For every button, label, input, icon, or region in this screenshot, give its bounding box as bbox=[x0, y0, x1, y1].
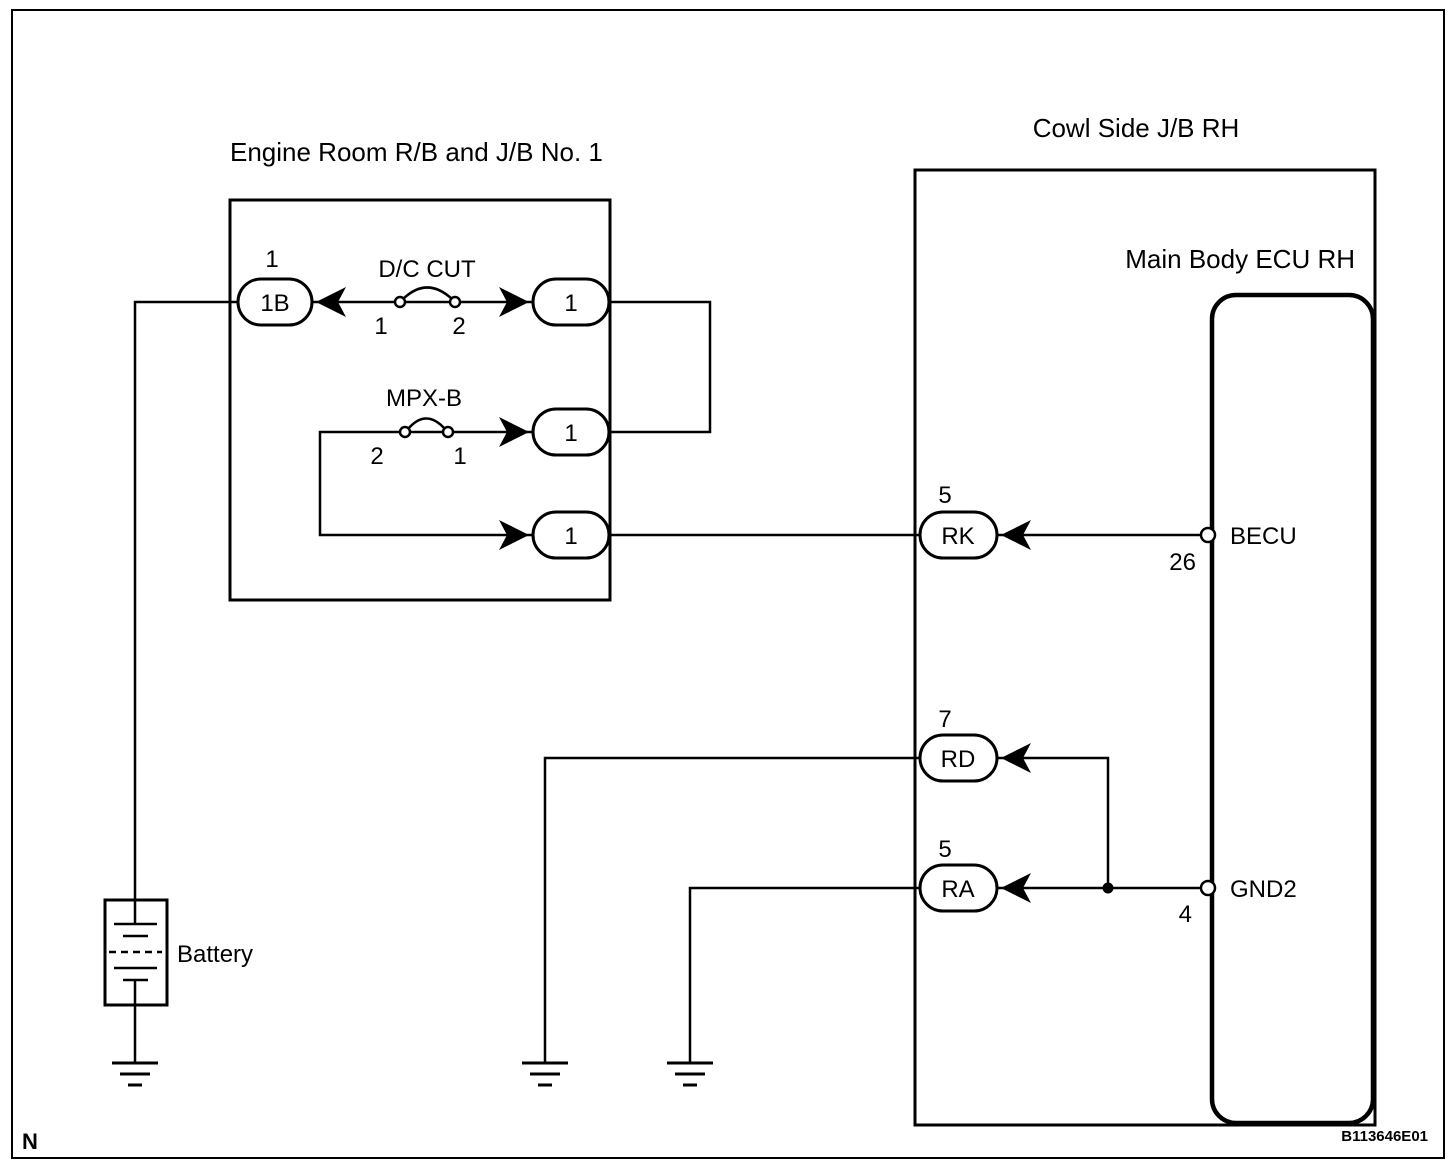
ecu-pin-becu-number: 26 bbox=[1169, 549, 1196, 576]
figure-code: B113646E01 bbox=[1341, 1128, 1428, 1145]
fuse-terminal-icon bbox=[393, 295, 407, 309]
fuse-element-dc-cut bbox=[402, 286, 453, 300]
connector-j3-label: 1 bbox=[564, 523, 577, 550]
connector-j2: 1 bbox=[531, 407, 611, 457]
wire-1b-to-battery bbox=[133, 300, 238, 900]
wire-rd-to-ground bbox=[543, 756, 920, 1063]
fuse-mpx-b-pin-left: 2 bbox=[370, 443, 383, 470]
ecu-pin-becu-name: BECU bbox=[1230, 523, 1297, 550]
fuse-terminal-icon bbox=[448, 295, 462, 309]
fuse-terminal-icon bbox=[441, 425, 455, 439]
ground-symbol-rd bbox=[522, 1061, 568, 1087]
wire-mpx-row bbox=[318, 430, 533, 537]
page-border bbox=[11, 9, 1445, 1159]
arrow-into-j2-icon bbox=[499, 417, 529, 447]
connector-rd-label: RD bbox=[941, 746, 976, 773]
fuse-terminal-icon bbox=[398, 425, 412, 439]
main-body-ecu-box bbox=[1209, 292, 1376, 1126]
connector-1b: 1B 1 bbox=[236, 246, 314, 327]
arrow-into-j3-icon bbox=[499, 520, 529, 550]
arrow-into-rd-icon bbox=[1001, 743, 1031, 773]
ecu-terminal-gnd2: 4 GND2 bbox=[1179, 876, 1297, 928]
terminal-circle-icon bbox=[1199, 879, 1217, 897]
connector-j3: 1 bbox=[531, 510, 611, 560]
fuse-mpx-b-pin-right: 1 bbox=[453, 443, 466, 470]
fuse-mpx-b-label: MPX-B bbox=[386, 385, 462, 412]
connector-ra-label: RA bbox=[941, 876, 974, 903]
connector-1b-pin: 1 bbox=[265, 246, 278, 273]
connector-j1-label: 1 bbox=[564, 290, 577, 317]
arrow-into-ra-icon bbox=[1001, 873, 1031, 903]
connector-rd: RD 7 bbox=[918, 706, 999, 783]
battery: Battery bbox=[103, 898, 253, 1007]
connector-rd-pin: 7 bbox=[938, 706, 951, 733]
cowl-side-jb-title: Cowl Side J/B RH bbox=[1033, 113, 1240, 143]
connector-j2-label: 1 bbox=[564, 420, 577, 447]
arrow-into-1b-icon bbox=[316, 287, 346, 317]
junction-dot bbox=[1102, 882, 1114, 894]
connector-1b-shape bbox=[236, 277, 314, 327]
ground-symbol-battery bbox=[112, 1061, 158, 1087]
terminal-circle-icon bbox=[1199, 526, 1217, 544]
wire-rd-to-junction bbox=[997, 756, 1110, 888]
ecu-pin-gnd2-name: GND2 bbox=[1230, 876, 1297, 903]
battery-label: Battery bbox=[177, 941, 253, 968]
fuse-dc-cut: D/C CUT 1 2 bbox=[374, 256, 476, 340]
connector-j1: 1 bbox=[531, 277, 611, 327]
connector-j1-shape bbox=[531, 277, 611, 327]
fuse-element-mpx-b bbox=[407, 417, 446, 430]
connector-j3-shape bbox=[531, 510, 611, 560]
fuse-dc-cut-pin-left: 1 bbox=[374, 313, 387, 340]
connector-rk: RK 5 bbox=[918, 482, 999, 560]
cowl-side-jb-box bbox=[913, 168, 1377, 1127]
corner-label: N bbox=[22, 1129, 38, 1154]
connector-j2-shape bbox=[531, 407, 611, 457]
fuse-mpx-b: MPX-B 2 1 bbox=[370, 385, 466, 470]
connector-ra: RA 5 bbox=[918, 836, 999, 913]
engine-room-jb-title: Engine Room R/B and J/B No. 1 bbox=[230, 137, 603, 167]
wire-j1-to-j2-loop bbox=[609, 300, 712, 434]
connector-rk-shape bbox=[918, 510, 999, 560]
connector-rk-pin: 5 bbox=[938, 482, 951, 509]
connector-1b-label: 1B bbox=[260, 290, 289, 317]
arrow-into-j1-icon bbox=[499, 287, 529, 317]
connector-ra-shape bbox=[918, 863, 999, 913]
connector-rk-label: RK bbox=[941, 523, 974, 550]
arrow-into-rk-icon bbox=[1001, 520, 1031, 550]
connector-ra-pin: 5 bbox=[938, 836, 951, 863]
engine-room-jb-box bbox=[228, 198, 612, 602]
connector-rd-shape bbox=[918, 733, 999, 783]
main-body-ecu-title: Main Body ECU RH bbox=[1125, 244, 1355, 274]
ecu-pin-gnd2-number: 4 bbox=[1179, 901, 1192, 928]
fuse-dc-cut-pin-right: 2 bbox=[452, 313, 465, 340]
ecu-terminal-becu: 26 BECU bbox=[1169, 523, 1296, 576]
ground-symbol-ra bbox=[667, 1061, 713, 1087]
wire-ra-to-ground bbox=[688, 886, 920, 1063]
fuse-dc-cut-label: D/C CUT bbox=[378, 256, 476, 283]
